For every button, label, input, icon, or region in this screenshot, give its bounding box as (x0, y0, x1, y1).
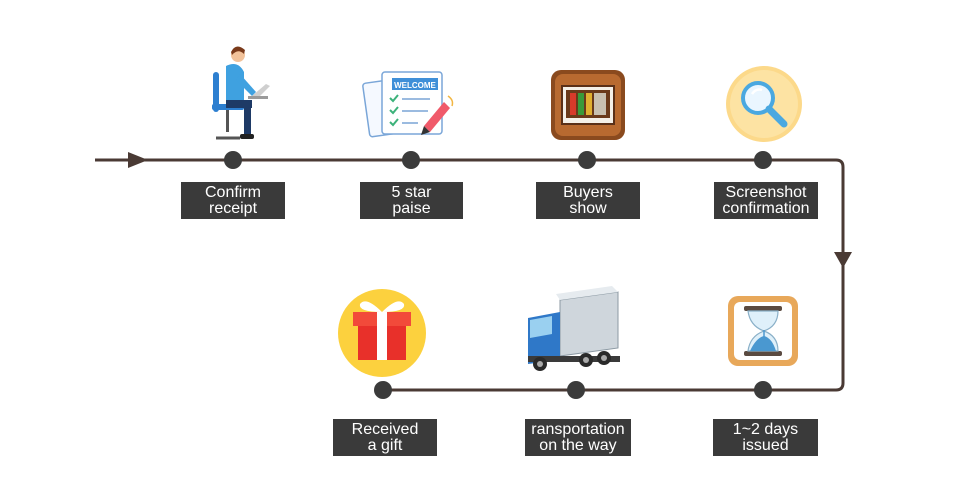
step-node-days-issued (754, 381, 772, 399)
start-arrow-icon (128, 152, 148, 168)
step-node-screenshot (754, 151, 772, 169)
step-label-screenshot: Screenshot confirmation (714, 182, 818, 219)
photo-frame-icon (551, 70, 625, 140)
step-label-5-star: 5 star paise (360, 182, 463, 219)
step-label-confirm-receipt: Confirm receipt (181, 182, 285, 219)
welcome-checklist-icon: WELCOME (362, 71, 454, 138)
step-label-buyers-show: Buyers show (536, 182, 640, 219)
step-node-transportation (567, 381, 585, 399)
step-label-transportation: ransportation on the way (525, 419, 631, 456)
step-label-line1: Screenshot (725, 183, 807, 201)
down-arrow-icon (834, 252, 852, 268)
svg-text:WELCOME: WELCOME (394, 81, 436, 90)
step-node-buyers-show (578, 151, 596, 169)
step-label-line2: on the way (539, 436, 617, 454)
step-node-confirm-receipt (224, 151, 242, 169)
flow-path (95, 158, 845, 392)
gift-box-icon (338, 289, 426, 377)
step-label-line1: ransportation (531, 420, 625, 438)
delivery-truck-icon (528, 286, 620, 371)
step-label-line2: a gift (367, 436, 403, 454)
step-label-line1: Confirm (204, 183, 261, 201)
step-label-line2: show (569, 199, 607, 217)
step-label-line2: issued (742, 436, 789, 454)
step-label-line2: receipt (208, 199, 258, 217)
step-label-days-issued: 1~2 days issued (713, 419, 818, 456)
step-label-line2: paise (392, 199, 431, 217)
magnifier-icon (726, 66, 802, 142)
step-label-line1: Received (351, 420, 419, 438)
step-label-line1: 1~2 days (732, 420, 799, 438)
step-node-5-star (402, 151, 420, 169)
person-at-laptop-icon (212, 46, 270, 140)
step-label-line2: confirmation (722, 199, 810, 217)
step-node-received-gift (374, 381, 392, 399)
step-label-line1: Buyers (563, 183, 613, 201)
hourglass-icon (728, 296, 798, 366)
step-label-line1: 5 star (391, 183, 432, 201)
step-label-received-gift: Received a gift (333, 419, 437, 456)
